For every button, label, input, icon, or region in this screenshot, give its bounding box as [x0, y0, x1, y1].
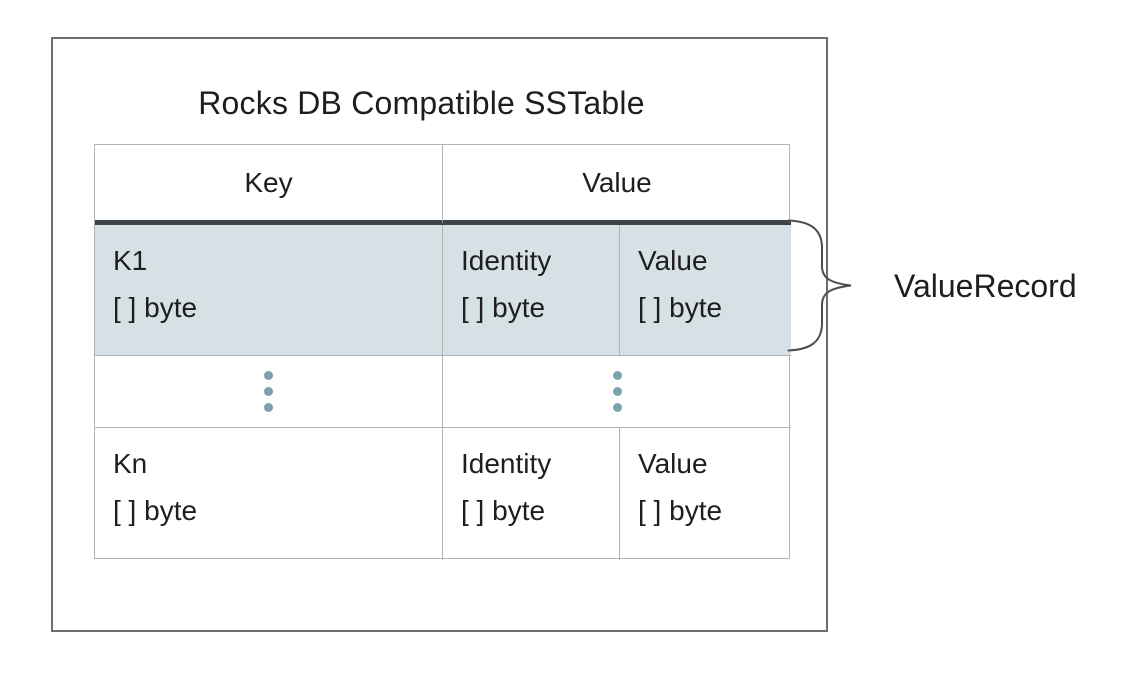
row-k1-value-type: [ ] byte — [638, 292, 723, 323]
ellipsis-dot — [612, 387, 622, 396]
row-kn-key-type: [ ] byte — [113, 495, 198, 526]
row-k1-key-name: K1 — [113, 245, 148, 276]
ellipsis-dot — [264, 387, 273, 396]
row-k1-identity-type: [ ] byte — [461, 292, 546, 323]
row-kn-value-type: [ ] byte — [638, 495, 723, 526]
row-kn-identity-cell: Identity [ ] byte — [443, 428, 620, 560]
row-k1-value-name: Value — [638, 245, 708, 276]
ellipsis-key-cell — [95, 356, 443, 428]
value-column-header: Value — [443, 145, 791, 225]
ellipsis-dot — [612, 371, 622, 380]
row-k1-key-type: [ ] byte — [113, 292, 198, 323]
sstable-outer-box: Rocks DB Compatible SSTable Key Value K1… — [51, 37, 828, 632]
row-kn-value-cell: Value [ ] byte — [620, 428, 791, 560]
ellipsis-dot — [612, 403, 622, 412]
ellipsis-value-cell — [443, 356, 791, 428]
row-kn-key-name: Kn — [113, 448, 148, 479]
ellipsis-dot — [264, 403, 273, 412]
diagram-title: Rocks DB Compatible SSTable — [198, 85, 645, 121]
sstable-table: Key Value K1 [ ] byte Identity [ ] byte … — [94, 144, 791, 560]
value-record-label: ValueRecord — [894, 268, 1077, 304]
row-k1-identity-cell: Identity [ ] byte — [443, 225, 620, 356]
row-kn-value-name: Value — [638, 448, 708, 479]
row-k1-key-cell: K1 [ ] byte — [95, 225, 443, 356]
row-k1-value-cell: Value [ ] byte — [620, 225, 791, 356]
value-record-brace-icon — [787, 219, 852, 352]
key-column-header: Key — [95, 145, 443, 225]
row-kn-identity-type: [ ] byte — [461, 495, 546, 526]
row-kn-key-cell: Kn [ ] byte — [95, 428, 443, 560]
ellipsis-dot — [264, 371, 273, 380]
row-k1-identity-name: Identity — [461, 245, 552, 276]
row-kn-identity-name: Identity — [461, 448, 552, 479]
